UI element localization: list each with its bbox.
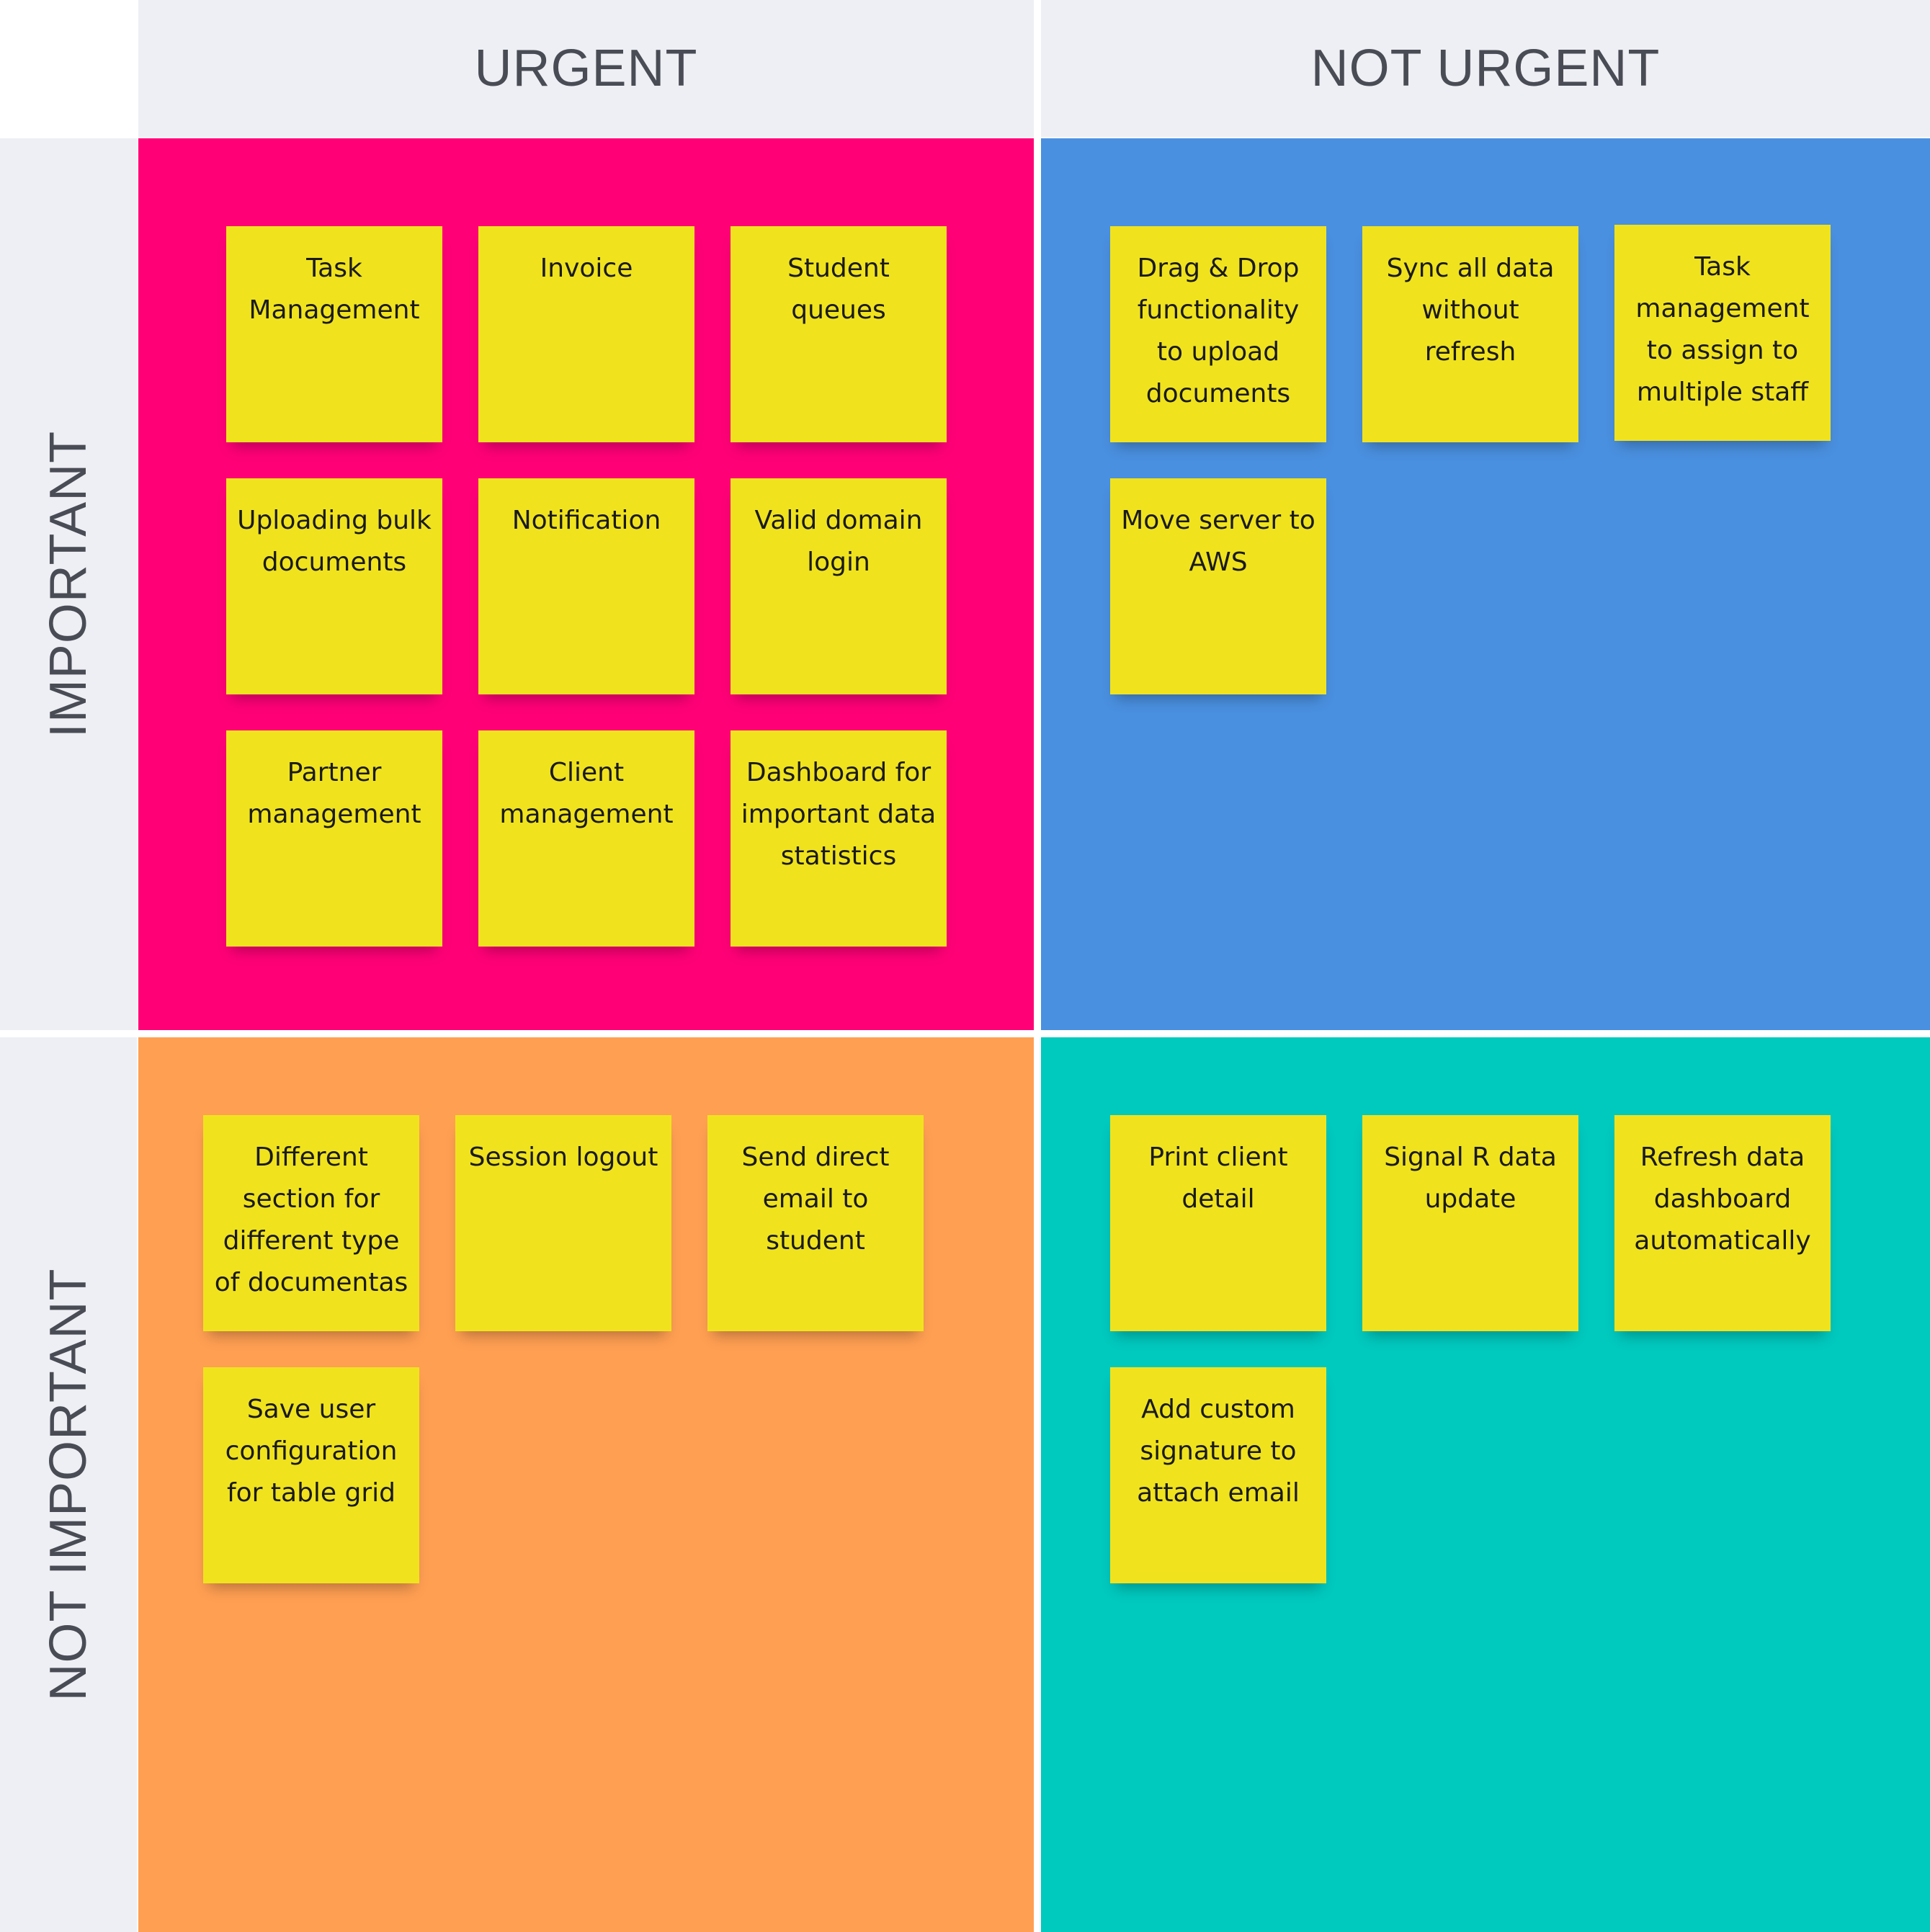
sticky-note[interactable]: Uploading bulk documents [226,478,442,694]
column-title-urgent: URGENT [474,40,698,97]
sticky-note[interactable]: Print client detail [1110,1115,1326,1331]
sticky-note[interactable]: Partner management [226,730,442,947]
row-header-not-important: NOT IMPORTANT [0,1037,137,1932]
sticky-note[interactable]: Session logout [455,1115,671,1331]
quadrant-not-important-urgent: Different section for different type of … [138,1037,1034,1932]
column-header-urgent: URGENT [138,0,1034,137]
sticky-note[interactable]: Sync all data without refresh [1362,226,1578,442]
sticky-note[interactable]: Different section for different type of … [203,1115,419,1331]
sticky-note[interactable]: Task Management [226,226,442,442]
sticky-note[interactable]: Save user configuration for table grid [203,1367,419,1583]
sticky-note[interactable]: Notification [478,478,694,694]
row-header-important: IMPORTANT [0,138,137,1030]
column-header-not-urgent: NOT URGENT [1041,0,1930,137]
sticky-note[interactable]: Client management [478,730,694,947]
sticky-note[interactable]: Dashboard for important data statistics [731,730,947,947]
sticky-note[interactable]: Send direct email to student [707,1115,924,1331]
quadrant-important-urgent: Task Management Invoice Student queues U… [138,138,1034,1030]
row-title-important: IMPORTANT [40,430,97,738]
sticky-note[interactable]: Invoice [478,226,694,442]
sticky-note[interactable]: Add custom signature to attach email [1110,1367,1326,1583]
sticky-note[interactable]: Student queues [731,226,947,442]
sticky-note[interactable]: Signal R data update [1362,1115,1578,1331]
quadrant-not-important-not-urgent: Print client detail Signal R data update… [1041,1037,1930,1932]
sticky-note[interactable]: Valid domain login [731,478,947,694]
row-title-not-important: NOT IMPORTANT [40,1268,97,1701]
quadrant-important-not-urgent: Drag & Drop functionality to upload docu… [1041,138,1930,1030]
sticky-note[interactable]: Refresh data dashboard automatically [1614,1115,1831,1331]
sticky-note[interactable]: Task management to assign to multiple st… [1614,225,1831,441]
column-title-not-urgent: NOT URGENT [1310,40,1661,97]
sticky-note[interactable]: Move server to AWS [1110,478,1326,694]
sticky-note[interactable]: Drag & Drop functionality to upload docu… [1110,226,1326,442]
